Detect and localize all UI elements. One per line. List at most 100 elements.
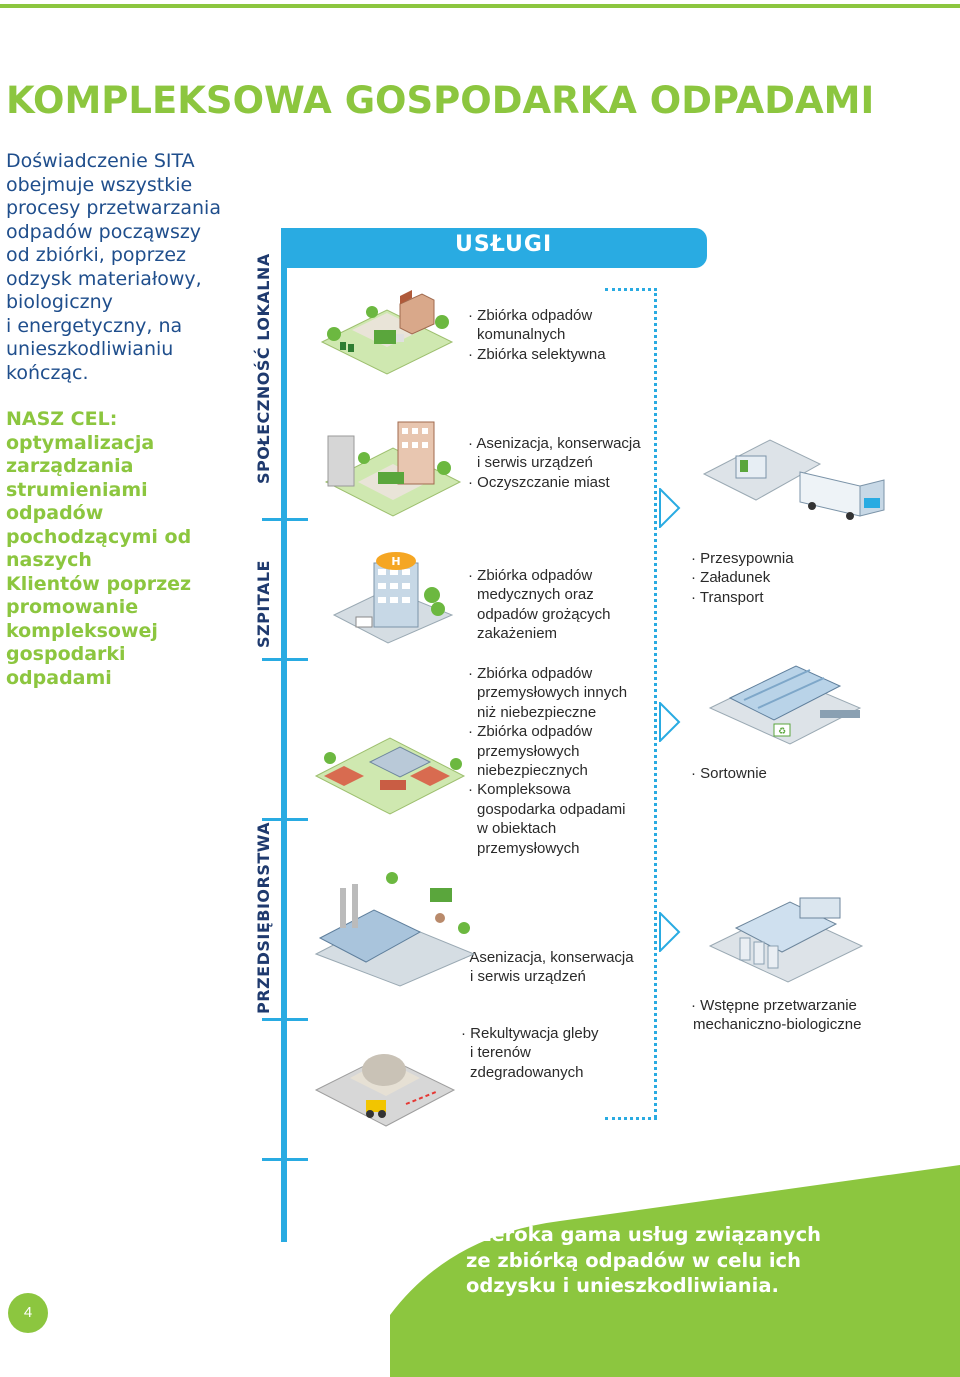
service-line: · Zbiórka odpadów [468,567,593,584]
intro-line: biologiczny [6,291,113,313]
processing-line: · Wstępne przetwarzanie [691,997,857,1014]
land-remediation-illustration [314,1054,456,1127]
processing-line: · Załadunek [691,569,771,587]
service-line: komunalnych [477,326,566,344]
service-line: przemysłowych innych [477,684,628,702]
goal-line: pochodzącymi od [6,525,192,548]
service-line: odpadów grożących [477,605,611,623]
intro-line: odzysk materiałowy, [6,267,202,290]
bottom-banner-line: ze zbiórką odpadów w celu ich [466,1248,801,1272]
service-line: · Zbiórka odpadów [468,723,593,741]
service-line: zdegradowanych [470,1063,584,1081]
category-label-hospitals: SZPITALE [254,560,273,648]
goal-line: zarządzania [6,455,134,477]
processing-group-transfer: · Przesypownia · Załadunek · Transport [691,549,794,607]
processing-line: · Przesypownia [691,550,794,567]
intro-line: procesy przetwarzania [6,197,221,219]
processing-line: · Transport [691,588,764,606]
flow-arrow-icon [659,488,681,528]
intro-line: unieszkodliwianiu [6,338,174,360]
timeline-tick [262,818,308,821]
service-line: · Rekultywacja gleby [461,1025,599,1042]
industrial-park-illustration [314,737,466,815]
top-accent-bar [0,4,960,8]
service-line: · Oczyszczanie miast [468,473,610,491]
category-label-enterprises: PRZEDSIĘBIORSTWA [254,821,273,1014]
service-line: zakażeniem [477,625,558,643]
processing-group-mbt: · Wstępne przetwarzanie mechaniczno-biol… [691,996,861,1035]
service-line: · Zbiórka odpadów [468,307,593,324]
intro-line: od zbiórki, poprzez [6,244,187,266]
intro-line: obejmuje wszystkie [6,173,193,196]
svg-text:H: H [391,555,400,568]
goal-line: gospodarki [6,643,126,665]
page-number-badge [8,1293,48,1333]
goal-line: NASZ CEL: [6,408,118,430]
goal-line: odpadów [6,502,104,524]
mbt-plant-illustration [708,897,864,983]
service-group-municipal: · Zbiórka odpadów komunalnych · Zbiórka … [468,306,606,364]
flow-arrow-icon [659,702,681,742]
service-line: niż niebezpieczne [477,703,597,721]
bottom-banner-text: Szeroka gama usług związanych ze zbiórką… [466,1222,821,1299]
services-header-label: USŁUGI [455,232,553,257]
goal-line: kompleksowej [6,619,158,642]
service-line: przemysłowych [477,839,580,857]
goal-line: optymalizacja [6,431,155,454]
service-group-medical: · Zbiórka odpadów medycznych oraz odpadó… [468,566,610,644]
intro-line: i energetyczny, na [6,314,183,337]
bottom-banner-line: Szeroka gama usług związanych [466,1223,822,1246]
goal-line: promowanie [6,596,139,618]
goal-line: odpadami [6,666,112,689]
service-group-remediation: · Rekultywacja gleby i terenów zdegradow… [461,1024,599,1082]
intro-line: Doświadczenie SITA [6,150,195,172]
page-title: KOMPLEKSOWA GOSPODARKA ODPADAMI [6,79,875,122]
processing-line: mechaniczno-biologiczne [693,1016,862,1034]
service-line: w obiektach [477,820,557,838]
intro-paragraph: Doświadczenie SITA obejmuje wszystkie pr… [6,150,236,385]
service-line: i terenów [470,1044,531,1062]
page-number: 4 [23,1304,33,1321]
timeline-line [281,242,287,1242]
goal-line: naszych [6,549,92,571]
dotted-bracket-bottom [605,1117,657,1120]
transfer-station-illustration [702,439,885,520]
bottom-banner-line: odzysku i unieszkodliwiania. [466,1274,779,1297]
service-line: · Zbiórka odpadów [468,665,593,682]
service-line: · Zbiórka selektywna [468,345,606,363]
service-line: i serwis urządzeń [477,454,593,472]
services-header-tab [281,228,707,268]
street-cleaning-illustration [324,421,462,517]
flow-arrow-icon [659,912,681,952]
residential-collection-illustration [320,290,454,375]
service-line: medycznych oraz [477,586,594,604]
timeline-tick [262,658,308,661]
timeline-tick [262,1158,308,1161]
dotted-bracket-top [605,288,657,291]
hospital-illustration: H [332,552,454,644]
intro-line: odpadów począwszy [6,220,202,243]
factory-illustration [314,872,476,987]
service-line: gospodarka odpadami [477,800,626,818]
dotted-bracket-line [654,288,660,1118]
service-group-industrial-sanitation: · Asenizacja, konserwacja i serwis urząd… [461,948,634,987]
timeline-tick [262,518,308,521]
processing-group-sorting: · Sortownie [691,764,767,783]
service-line: · Asenizacja, konserwacja [468,435,641,452]
svg-text:♻: ♻ [778,727,786,737]
goal-statement: NASZ CEL: optymalizacja zarządzania stru… [6,408,236,690]
service-line: niebezpiecznych [477,762,588,780]
sorting-plant-illustration: ♻ [708,665,862,745]
service-line: · Kompleksowa [468,781,571,799]
goal-line: Klientów poprzez [6,572,192,595]
timeline-tick [262,1018,308,1021]
intro-line: kończąc. [6,361,89,384]
service-group-industrial: · Zbiórka odpadów przemysłowych innych n… [468,664,627,858]
bottom-banner-shape [390,1165,960,1377]
category-label-local-community: SPOŁECZNOŚĆ LOKALNA [254,253,273,484]
service-line: · Asenizacja, konserwacja [461,949,634,966]
service-line: i serwis urządzeń [470,968,586,986]
service-line: przemysłowych [477,742,580,760]
processing-line: · Sortownie [691,765,767,782]
goal-line: strumieniami [6,478,148,501]
